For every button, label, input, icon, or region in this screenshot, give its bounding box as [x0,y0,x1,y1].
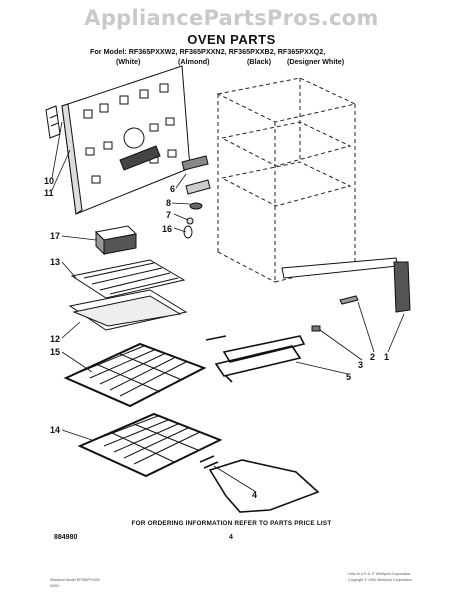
callout-3: 3 [358,360,364,370]
control-box [94,225,138,256]
callout-17: 17 [50,231,61,241]
color-white: (White) [116,57,141,66]
color-almond: (Almond) [178,57,210,66]
footer-small-right-2: Copyright © 1994 Whirlpool Corporation [348,578,412,582]
rear-panel [61,65,191,215]
callout-1: 1 [384,352,390,362]
small-parts [181,155,211,239]
callout-15: 15 [50,347,61,357]
footer-small-left-1: Whirlpool Model RF365PXXW2 [50,578,101,582]
broiler-pan [68,259,188,331]
watermark: AppliancePartsPros.com [84,6,379,30]
color-black: (Black) [247,57,271,66]
document-number: 884980 [54,534,78,541]
callout-8: 8 [166,198,172,208]
callout-11: 10 [44,176,55,186]
model-list: For Model: RF365PXXW2, RF365PXXN2, RF365… [90,47,326,56]
callout-16: 16 [162,224,173,234]
broil-element [205,335,306,383]
ordering-info: FOR ORDERING INFORMATION REFER TO PARTS … [131,520,332,527]
page-title: OVEN PARTS [187,32,276,47]
page-number: 4 [229,534,233,541]
footer-small-right-1: Litho in U.S.A. © Whirlpool Corporation [348,572,411,576]
callout-13: 13 [50,257,61,267]
footer-small-left-2: 05/94 [50,584,59,588]
side-trim [281,257,411,332]
callout-5: 5 [346,372,352,382]
oven-rack-upper [63,342,207,408]
cabinet-outline [216,77,357,283]
callout-14: 14 [50,425,61,435]
bake-element [199,455,320,513]
callout-2: 2 [370,352,376,362]
callout-6: 6 [170,184,176,194]
color-designer-white: (Designer White) [287,57,345,66]
leader-lines [51,121,405,493]
oven-rack-lower [77,412,223,478]
callout-7: 7 [166,210,172,220]
callout-12: 12 [50,334,61,344]
callout-4: 4 [252,490,258,500]
rear-bracket [45,105,61,139]
callout-10: 11 [44,188,54,198]
